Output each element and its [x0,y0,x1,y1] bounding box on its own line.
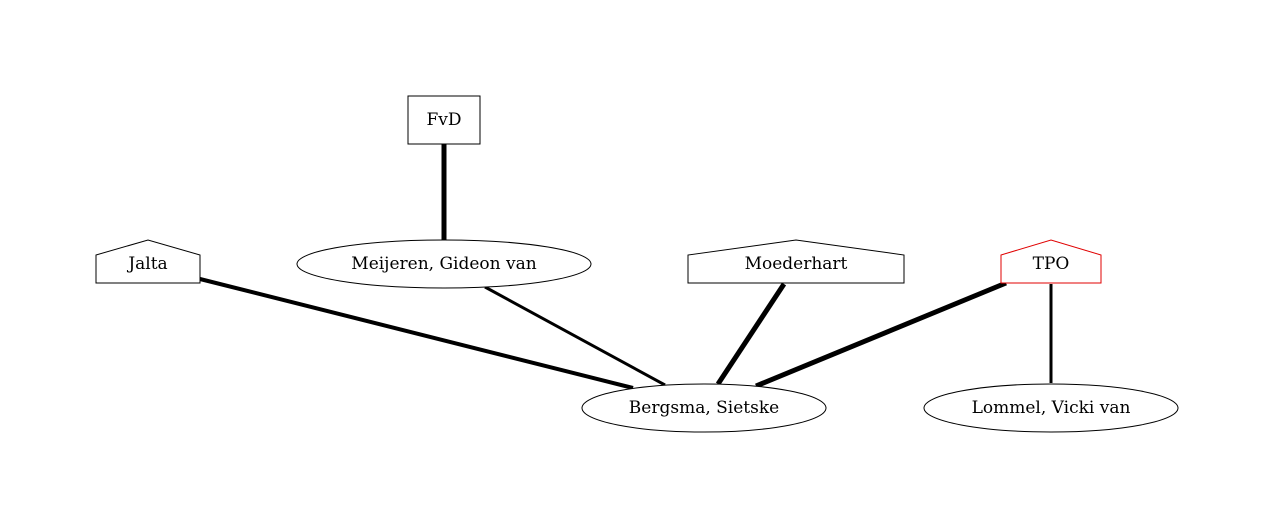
node-jalta-shape [95,239,201,284]
edge-meijeren-bergsma [484,285,666,387]
node-fvd-shape [407,95,481,145]
node-jalta-label: Jalta [126,254,167,274]
node-lommel-shape [923,383,1179,433]
node-moederhart-label: Moederhart [745,254,848,274]
node-meijeren-shape [296,239,592,289]
node-bergsma-shape [581,383,827,433]
node-jalta[interactable]: Jalta [95,239,201,284]
node-moederhart[interactable]: Moederhart [687,239,905,284]
node-fvd-label: FvD [426,110,461,130]
edge-tpo-bergsma [755,280,1007,389]
edge-moederhart-bergsma [715,282,787,386]
node-bergsma-label: Bergsma, Sietske [629,398,779,418]
node-fvd[interactable]: FvD [407,95,481,145]
edge-jalta-bergsma [199,277,634,390]
node-bergsma[interactable]: Bergsma, Sietske [581,383,827,433]
node-tpo-label: TPO [1033,254,1070,274]
node-meijeren[interactable]: Meijeren, Gideon van [296,239,592,289]
node-tpo[interactable]: TPO [1000,239,1102,284]
node-moederhart-shape [687,239,905,284]
node-meijeren-label: Meijeren, Gideon van [351,254,536,274]
node-lommel[interactable]: Lommel, Vicki van [923,383,1179,433]
node-tpo-shape [1000,239,1102,284]
node-lommel-label: Lommel, Vicki van [972,398,1131,418]
edges [199,144,1053,390]
